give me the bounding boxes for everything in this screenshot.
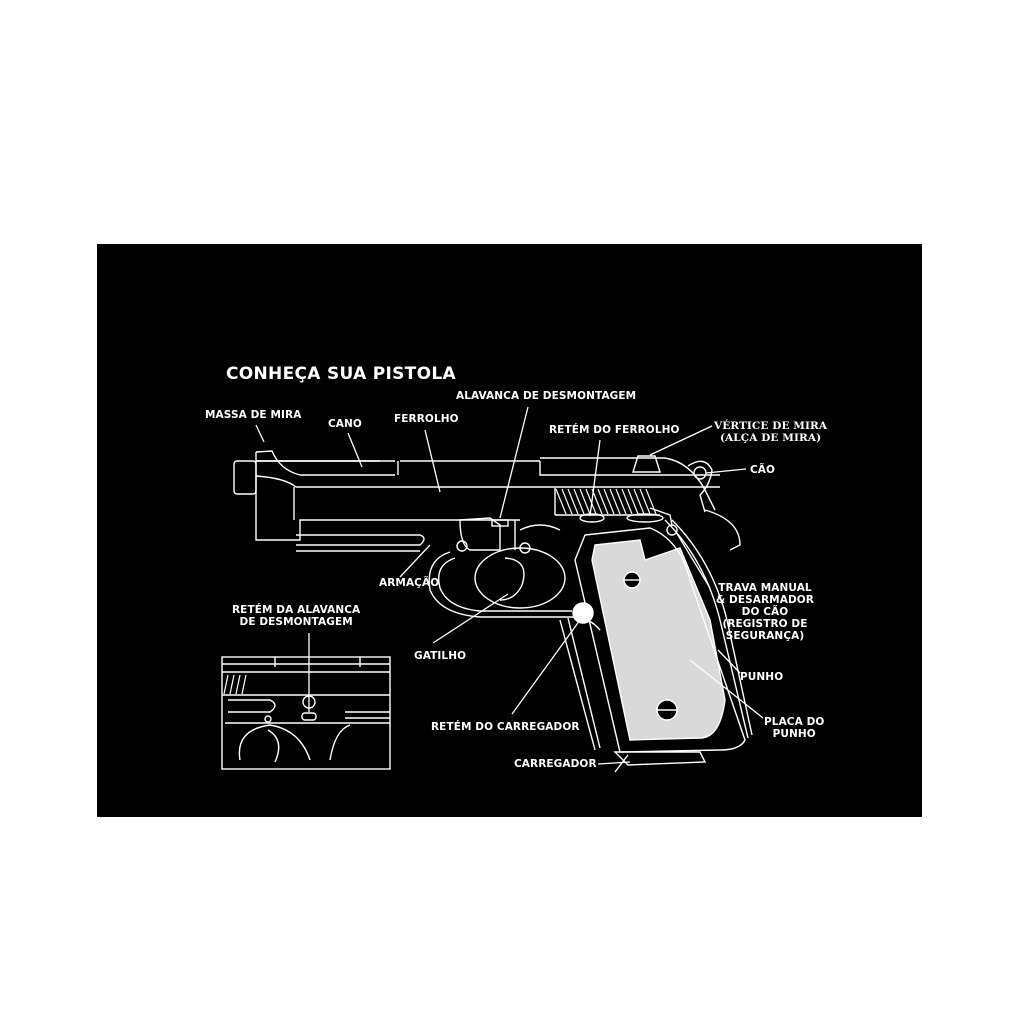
label-alavanca-de-desmontagem: ALAVANCA DE DESMONTAGEM [456,390,637,402]
magazine-release-drawing [572,602,594,624]
front-sight-drawing [255,450,395,476]
label-trava-line-3: DO CÃO [741,606,789,618]
label-punho: PUNHO [740,671,784,683]
label-massa-de-mira: MASSA DE MIRA [205,409,302,421]
label-ferrolho: FERROLHO [394,413,459,425]
label-trava-line-2: & DESARMADOR [716,594,814,606]
label-trava-line-1: TRAVA MANUAL [718,582,812,594]
label-trava-line-4: (REGISTRO DE [722,618,808,630]
label-retem-alavanca-line-2: DE DESMONTAGEM [239,616,353,628]
label-retem-do-carregador: RETÉM DO CARREGADOR [431,721,580,733]
label-vertice-de-mira: VÉRTICE DE MIRA (ALÇA DE MIRA) [714,420,827,444]
label-retem-do-ferrolho: RETÉM DO FERROLHO [549,424,680,436]
label-vertice-line-2: (ALÇA DE MIRA) [719,432,822,444]
leader-lines [255,406,764,765]
label-vertice-line-1: VÉRTICE DE MIRA [714,420,828,432]
page-title: CONHEÇA SUA PISTOLA [226,364,456,384]
magazine-drawing [613,751,707,773]
inset-detail-drawing [221,656,391,770]
frame-drawing [296,517,561,554]
label-placa-do-punho: PLACA DO PUNHO [764,716,824,740]
label-gatilho: GATILHO [414,650,467,662]
label-carregador: CARREGADOR [514,758,597,770]
label-cano: CANO [328,418,362,430]
slide-stop-drawing [579,507,678,536]
label-cao: CÃO [750,464,776,476]
label-retem-da-alavanca: RETÉM DA ALAVANCA DE DESMONTAGEM [232,604,360,628]
slide-serrations [555,488,657,515]
diagram-panel [97,244,922,817]
label-placa-line-1: PLACA DO [764,716,825,728]
label-trava-line-5: SEGURANÇA) [725,630,805,642]
label-trava-manual: TRAVA MANUAL & DESARMADOR DO CÃO (REGIST… [716,582,814,642]
label-retem-alavanca-line-1: RETÉM DA ALAVANCA [232,604,361,616]
label-armacao: ARMAÇÃO [379,577,440,589]
slide-drawing [255,452,720,541]
label-placa-line-2: PUNHO [772,728,816,740]
grip-drawing [559,509,753,753]
